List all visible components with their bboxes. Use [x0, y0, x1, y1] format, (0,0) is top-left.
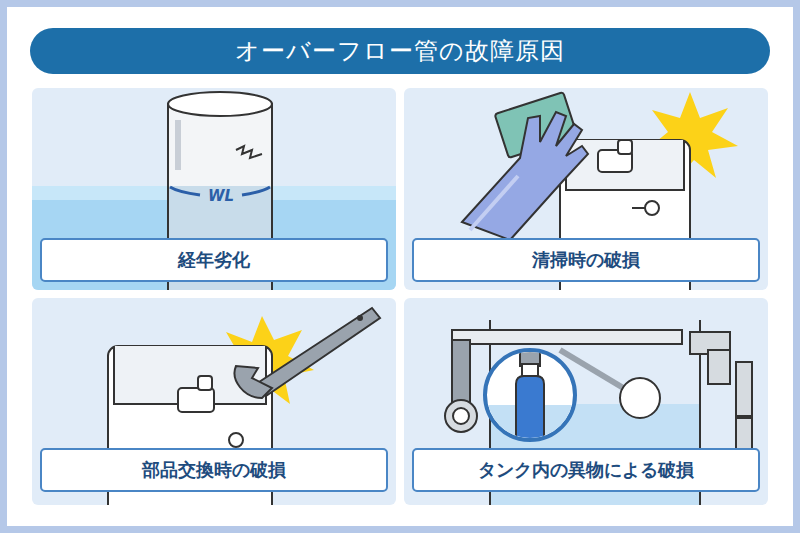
title-pill: オーバーフロー管の故障原因	[30, 28, 770, 74]
caption-box: タンク内の異物による破損	[412, 448, 760, 492]
aged-pipe-illustration	[32, 92, 396, 290]
foreign-object-illustration-shape-shape	[516, 376, 544, 445]
foreign-object-illustration-shape	[736, 362, 752, 416]
aged-pipe-illustration-shape	[170, 187, 200, 195]
cleaning-illustration-shape	[618, 140, 632, 154]
caption-text: 経年劣化	[178, 248, 250, 272]
caption-box: 経年劣化	[40, 238, 388, 282]
foreign-object-illustration-shape	[708, 350, 730, 384]
aged-pipe-illustration-shape	[175, 120, 181, 170]
foreign-object-illustration-shape	[452, 330, 682, 344]
panel-backgrounds-shape	[404, 88, 768, 290]
aged-pipe-illustration-shape	[168, 92, 272, 116]
caption-text: 部品交換時の破損	[142, 458, 286, 482]
cleaning-illustration-shape	[462, 112, 588, 240]
foreign-object-illustration-shape	[453, 408, 469, 424]
foreign-object-illustration-shape	[445, 400, 477, 432]
wrench-illustration-shape	[235, 366, 272, 398]
water-level-label: WL	[208, 187, 234, 205]
wrench-illustration-shape	[198, 376, 212, 390]
aged-pipe-illustration-shape	[32, 186, 396, 290]
wrench-illustration-shape	[229, 433, 243, 447]
foreign-object-illustration-shape	[480, 350, 580, 445]
caption-box: 部品交換時の破損	[40, 448, 388, 492]
foreign-object-illustration-shape	[620, 378, 660, 418]
caption-text: タンク内の異物による破損	[478, 458, 694, 482]
cleaning-illustration-shape	[645, 201, 659, 215]
wrench-illustration-shape	[256, 308, 380, 396]
caption-text: 清掃時の破損	[532, 248, 640, 272]
aged-pipe-illustration-shape	[236, 146, 262, 158]
foreign-object-illustration-shape-shape	[522, 364, 538, 376]
panel-backgrounds-shape	[32, 298, 396, 505]
frame-shape	[7, 7, 793, 526]
title-text: オーバーフロー管の故障原因	[235, 35, 565, 67]
aged-pipe-illustration-shape	[242, 187, 270, 195]
wrench-illustration-shape	[357, 315, 363, 321]
caption-box: 清掃時の破損	[412, 238, 760, 282]
panel-backgrounds-shape	[404, 298, 768, 505]
wrench-illustration-shape	[178, 388, 214, 412]
cleaning-illustration-shape	[632, 207, 645, 209]
cleaning-illustration-shape	[470, 176, 518, 230]
